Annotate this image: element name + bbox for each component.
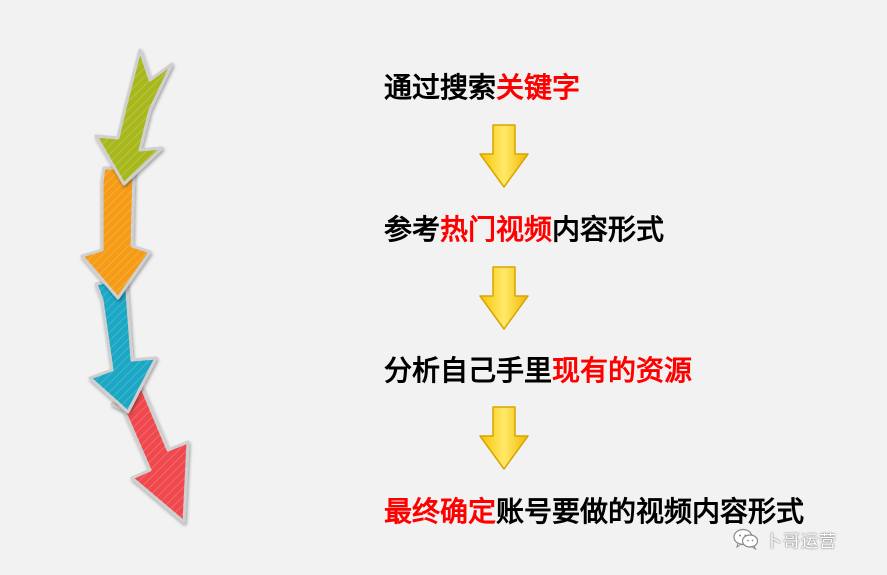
step-3-text: 分析自己手里现有的资源: [384, 353, 692, 389]
highlight-text: 热门视频: [440, 213, 553, 246]
step-text: 内容形式: [552, 213, 665, 246]
curved-arrow-decoration: [80, 48, 190, 524]
olive-arrow-segment: [94, 48, 174, 186]
highlight-text: 关键字: [496, 71, 581, 104]
step-text: 通过搜索: [384, 71, 497, 104]
watermark: 卜哥运营: [733, 527, 837, 552]
highlight-text: 现有的资源: [552, 354, 693, 387]
step-text: 分析自己手里: [384, 354, 553, 387]
step-1-text: 通过搜索关键字: [384, 70, 580, 106]
highlight-text: 最终确定: [384, 495, 497, 528]
down-arrow-icon: [479, 406, 529, 470]
step-2-text: 参考热门视频内容形式: [384, 212, 664, 248]
wechat-icon: [733, 528, 759, 550]
red-arrow-segment: [110, 386, 190, 524]
down-arrow-icon: [479, 266, 529, 330]
step-text: 参考: [384, 213, 441, 246]
cyan-arrow-segment: [88, 276, 158, 414]
watermark-text: 卜哥运营: [765, 531, 837, 552]
down-arrow-icon: [479, 124, 529, 188]
orange-arrow-segment: [80, 166, 152, 300]
step-4-text: 最终确定账号要做的视频内容形式: [384, 494, 804, 530]
step-text: 账号要做的视频内容形式: [496, 495, 805, 528]
